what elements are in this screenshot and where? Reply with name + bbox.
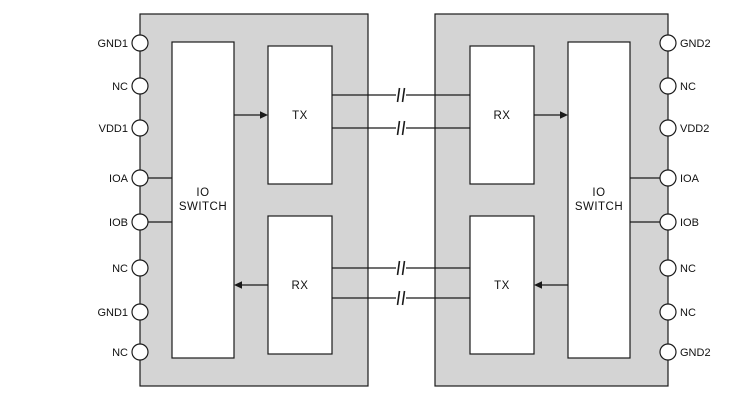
pin-circle-left-7 [131, 303, 149, 321]
pin-right-6: NC [659, 259, 696, 277]
right-tx-block [469, 215, 535, 355]
pin-right-5: IOB [659, 213, 699, 231]
left-rx-label: RX [292, 280, 309, 292]
pin-label-left-2: NC [112, 81, 128, 93]
pin-circle-right-7 [659, 303, 677, 321]
pin-label-right-5: IOB [680, 217, 699, 229]
pin-label-left-4: IOA [109, 173, 129, 185]
pin-left-8: NC [112, 343, 149, 361]
pin-right-3: VDD2 [659, 119, 709, 137]
right-rx-block [469, 45, 535, 185]
right-rx-label: RX [494, 110, 511, 122]
pin-label-left-8: NC [112, 347, 128, 359]
pin-label-left-6: NC [112, 263, 128, 275]
bottom-cap1-plate2-icon [401, 260, 406, 276]
left-io-switch-block [171, 41, 235, 359]
top-cap2-plate2-icon [401, 120, 406, 136]
pin-circle-left-4 [131, 169, 149, 187]
pin-label-left-7: GND1 [97, 307, 128, 319]
pin-right-7: NC [659, 303, 696, 321]
bottom-cap2-plate2-icon [401, 290, 406, 306]
left-tx-label: TX [292, 110, 308, 122]
pin-circle-right-5 [659, 213, 677, 231]
top-right-arrowhead-icon [560, 111, 568, 119]
top-cap1-plate2-icon [401, 87, 406, 103]
pin-label-left-5: IOB [109, 217, 128, 229]
pin-left-1: GND1 [97, 34, 149, 52]
pin-right-8: GND2 [659, 343, 711, 361]
pin-right-1: GND2 [659, 34, 711, 52]
left-io-switch-label-line2: SWITCH [179, 201, 227, 213]
pin-right-4: IOA [659, 169, 700, 187]
bottom-cap1-plate1-icon [396, 260, 401, 276]
pin-circle-left-5 [131, 213, 149, 231]
pin-label-right-7: NC [680, 307, 696, 319]
pin-label-right-6: NC [680, 263, 696, 275]
pin-circle-left-3 [131, 119, 149, 137]
top-cap2-plate1-icon [396, 120, 401, 136]
pin-circle-right-4 [659, 169, 677, 187]
right-io-switch-label-line1: IO [592, 187, 605, 199]
pin-circle-right-3 [659, 119, 677, 137]
pin-circle-right-6 [659, 259, 677, 277]
pin-label-left-1: GND1 [97, 38, 128, 50]
pin-circle-left-2 [131, 77, 149, 95]
top-cap1-plate1-icon [396, 87, 401, 103]
pin-circle-right-2 [659, 77, 677, 95]
pin-left-5: IOB [109, 213, 149, 231]
pin-circle-left-6 [131, 259, 149, 277]
pin-left-7: GND1 [97, 303, 149, 321]
pin-label-right-8: GND2 [680, 347, 711, 359]
pin-circle-left-1 [131, 34, 149, 52]
pin-circle-right-8 [659, 343, 677, 361]
left-io-switch-label-line1: IO [196, 187, 209, 199]
top-left-arrowhead-icon [260, 111, 268, 119]
right-tx-label: TX [494, 280, 510, 292]
bottom-left-arrowhead-icon [234, 281, 242, 289]
pin-label-right-2: NC [680, 81, 696, 93]
pin-circle-left-8 [131, 343, 149, 361]
pin-label-left-3: VDD1 [99, 123, 128, 135]
pin-left-6: NC [112, 259, 149, 277]
bottom-cap2-plate1-icon [396, 290, 401, 306]
pin-right-2: NC [659, 77, 696, 95]
pin-label-right-1: GND2 [680, 38, 711, 50]
right-io-switch-block [567, 41, 631, 359]
pin-label-right-3: VDD2 [680, 123, 709, 135]
pin-circle-right-1 [659, 34, 677, 52]
right-io-switch-label-line2: SWITCH [575, 201, 623, 213]
left-rx-block [267, 215, 333, 355]
left-tx-block [267, 45, 333, 185]
bottom-right-arrowhead-icon [534, 281, 542, 289]
pin-left-3: VDD1 [99, 119, 149, 137]
pin-label-right-4: IOA [680, 173, 700, 185]
pin-left-2: NC [112, 77, 149, 95]
pin-left-4: IOA [109, 169, 149, 187]
